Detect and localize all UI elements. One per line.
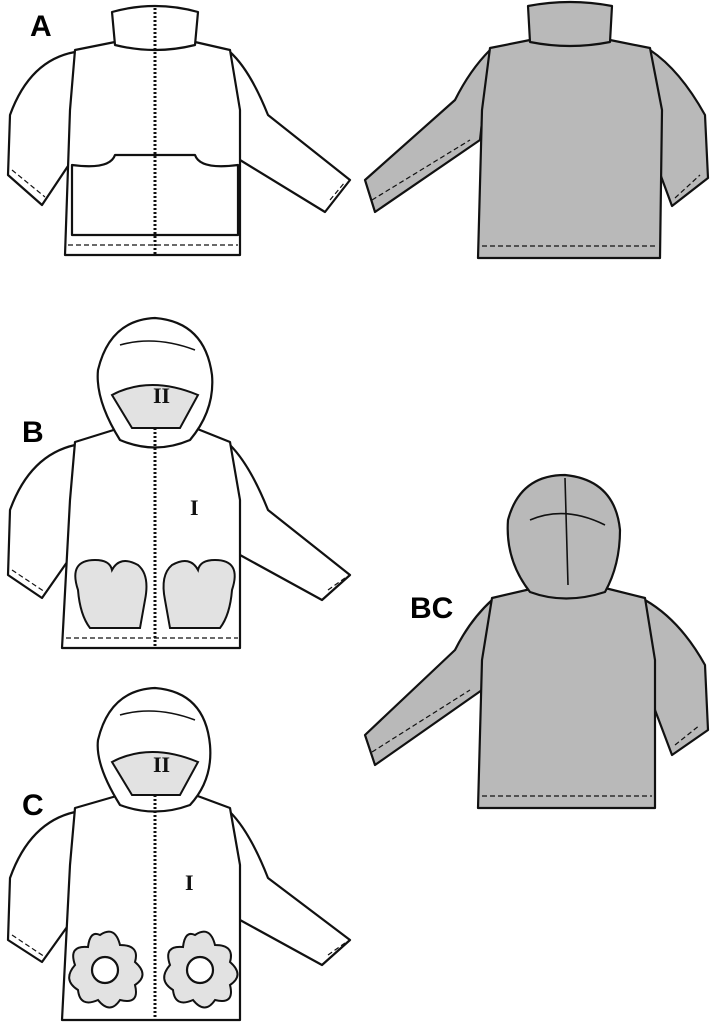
piece-label-hood: II	[153, 383, 170, 408]
view-b-front: II I B	[6, 316, 352, 650]
view-a-front: A	[6, 4, 352, 257]
piece-label-body: I	[190, 495, 199, 520]
piece-label-body: I	[185, 870, 194, 895]
view-label-a: A	[30, 10, 52, 43]
piece-label-hood: II	[153, 752, 170, 777]
flower-appliqué-right	[163, 930, 239, 1009]
flower-appliqué-left	[68, 930, 144, 1009]
view-bc-back: BC	[363, 473, 710, 810]
view-a-back	[363, 0, 710, 260]
view-label-bc: BC	[410, 592, 453, 625]
view-label-b: B	[22, 416, 44, 449]
view-c-front: II I C	[6, 686, 352, 1022]
view-label-c: C	[22, 789, 44, 822]
